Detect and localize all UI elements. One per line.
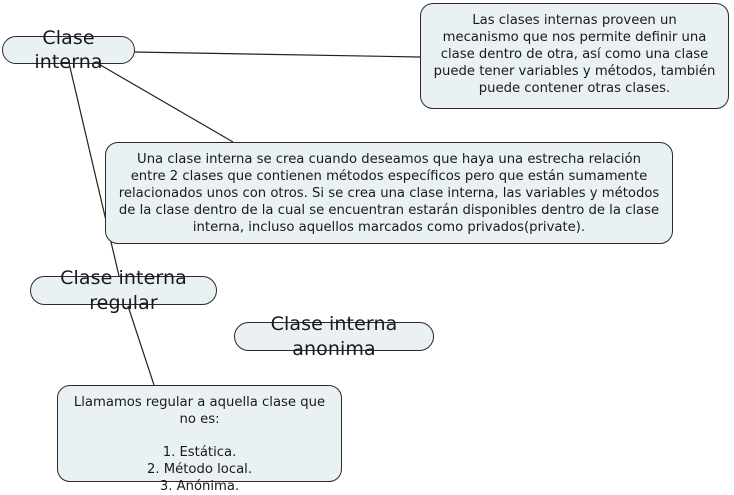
note-clase-regular-criterios[interactable]: Llamamos regular a aquella clase que no …	[57, 385, 342, 494]
node-clase-interna-regular[interactable]: Clase interna regular	[30, 267, 217, 314]
node-clase-interna[interactable]: Clase interna	[2, 27, 135, 73]
note-heading: Llamamos regular a aquella clase que no …	[73, 395, 326, 427]
edge-regular-to-note-bottom	[127, 305, 155, 386]
node-label: Clase interna	[34, 26, 103, 73]
note-body: Una clase interna se crea cuando deseamo…	[118, 152, 660, 235]
node-clase-interna-anonima[interactable]: Clase interna anonima	[234, 313, 434, 360]
node-label: Clase interna anonima	[270, 313, 398, 360]
note-clases-internas-definicion[interactable]: Las clases internas proveen un mecanismo…	[420, 3, 729, 109]
note-items: 1. Estática. 2. Método local. 3. Anónima…	[146, 444, 253, 494]
edge-root-to-note-top	[133, 51, 421, 58]
note-clase-interna-detalle[interactable]: Una clase interna se crea cuando deseamo…	[105, 142, 673, 244]
node-label: Clase interna regular	[60, 267, 187, 314]
edge-root-to-note-middle	[96, 62, 234, 143]
note-body: Las clases internas proveen un mecanismo…	[433, 13, 716, 96]
